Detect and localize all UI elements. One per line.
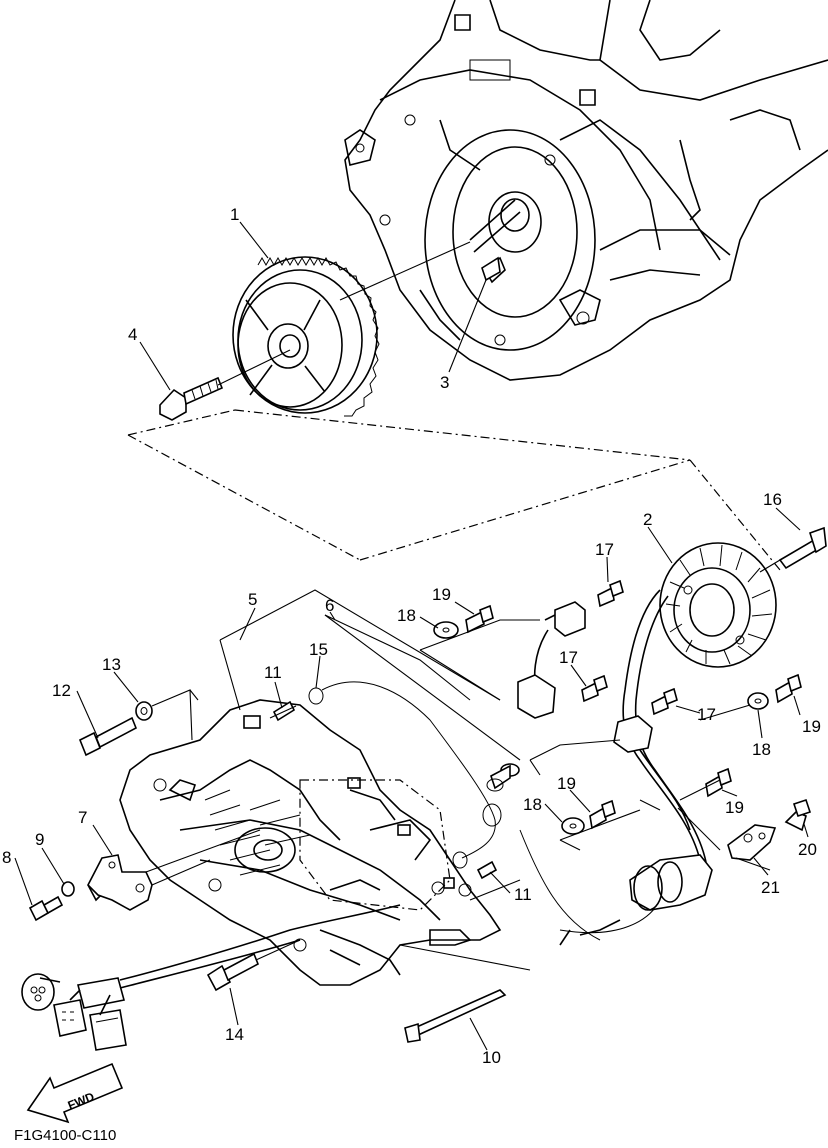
bolt-17-a xyxy=(597,579,624,608)
bolt-14 xyxy=(206,952,260,992)
cover-assembly xyxy=(119,699,502,986)
callout-14: 14 xyxy=(225,1025,244,1044)
pickup-coil-lower xyxy=(613,715,691,831)
washer-13 xyxy=(135,701,153,721)
drawing-code: F1G4100-C110 xyxy=(14,1127,116,1143)
callout-13: 13 xyxy=(102,655,121,674)
bolt-8 xyxy=(28,895,64,922)
callout-9: 9 xyxy=(35,830,44,849)
callout-19-a: 19 xyxy=(432,585,451,604)
cable-tie-10 xyxy=(404,989,507,1043)
washer-9 xyxy=(61,881,75,897)
callout-16: 16 xyxy=(763,490,782,509)
washer-18-a xyxy=(433,621,459,639)
callout-19-d: 19 xyxy=(725,798,744,817)
callout-18-b: 18 xyxy=(752,740,771,759)
callout-11-lower: 11 xyxy=(514,885,532,904)
bolt-17-c xyxy=(651,687,678,716)
callout-10: 10 xyxy=(482,1048,501,1067)
flywheel xyxy=(232,256,380,417)
callout-19-b: 19 xyxy=(802,717,821,736)
callout-11-upper: 11 xyxy=(264,663,282,682)
bolt-20 xyxy=(784,798,812,832)
clamp-21 xyxy=(727,824,777,861)
bracket-7 xyxy=(87,854,153,911)
engine-crankcase xyxy=(344,0,828,381)
callout-19-c: 19 xyxy=(557,774,576,793)
pickup-coil-mid xyxy=(517,674,556,719)
callout-3: 3 xyxy=(440,373,449,392)
bolt-17-b xyxy=(581,674,608,703)
forward-arrow: FWD xyxy=(26,1062,124,1124)
flywheel-bolt xyxy=(159,376,224,421)
callout-8: 8 xyxy=(2,848,11,867)
callout-17-b: 17 xyxy=(559,648,578,667)
callout-20: 20 xyxy=(798,840,817,859)
callout-18-a: 18 xyxy=(397,606,416,625)
callout-5: 5 xyxy=(248,590,257,609)
callout-leaders xyxy=(14,221,809,1051)
bolt-19-b xyxy=(775,673,802,704)
callout-7: 7 xyxy=(78,808,87,827)
callout-6: 6 xyxy=(325,596,334,615)
collar-6 xyxy=(486,763,520,792)
grommet xyxy=(559,854,713,946)
bolt-19-a xyxy=(465,604,494,634)
cover-gasket xyxy=(299,779,451,911)
callout-17-a: 17 xyxy=(595,540,614,559)
callout-1: 1 xyxy=(230,205,239,224)
callout-15: 15 xyxy=(309,640,328,659)
oring-6 xyxy=(482,803,502,827)
callout-4: 4 xyxy=(128,325,137,344)
bolt-16 xyxy=(778,526,827,570)
wire-harness xyxy=(21,904,401,1051)
callout-18-c: 18 xyxy=(523,795,542,814)
woodruff-key xyxy=(481,256,501,282)
callout-21: 21 xyxy=(761,878,780,897)
callout-17-c: 17 xyxy=(697,705,716,724)
dowel-11-lower xyxy=(476,860,498,880)
callout-2: 2 xyxy=(643,510,652,529)
stator xyxy=(659,542,777,668)
callouts: 1 2 3 4 5 6 7 8 9 10 11 11 12 13 14 15 1… xyxy=(2,205,821,1067)
callout-12: 12 xyxy=(52,681,71,700)
washer-18-c xyxy=(561,817,585,835)
bolt-12 xyxy=(78,716,138,757)
washer-18-b xyxy=(747,692,769,710)
bolt-19-c xyxy=(589,799,616,830)
